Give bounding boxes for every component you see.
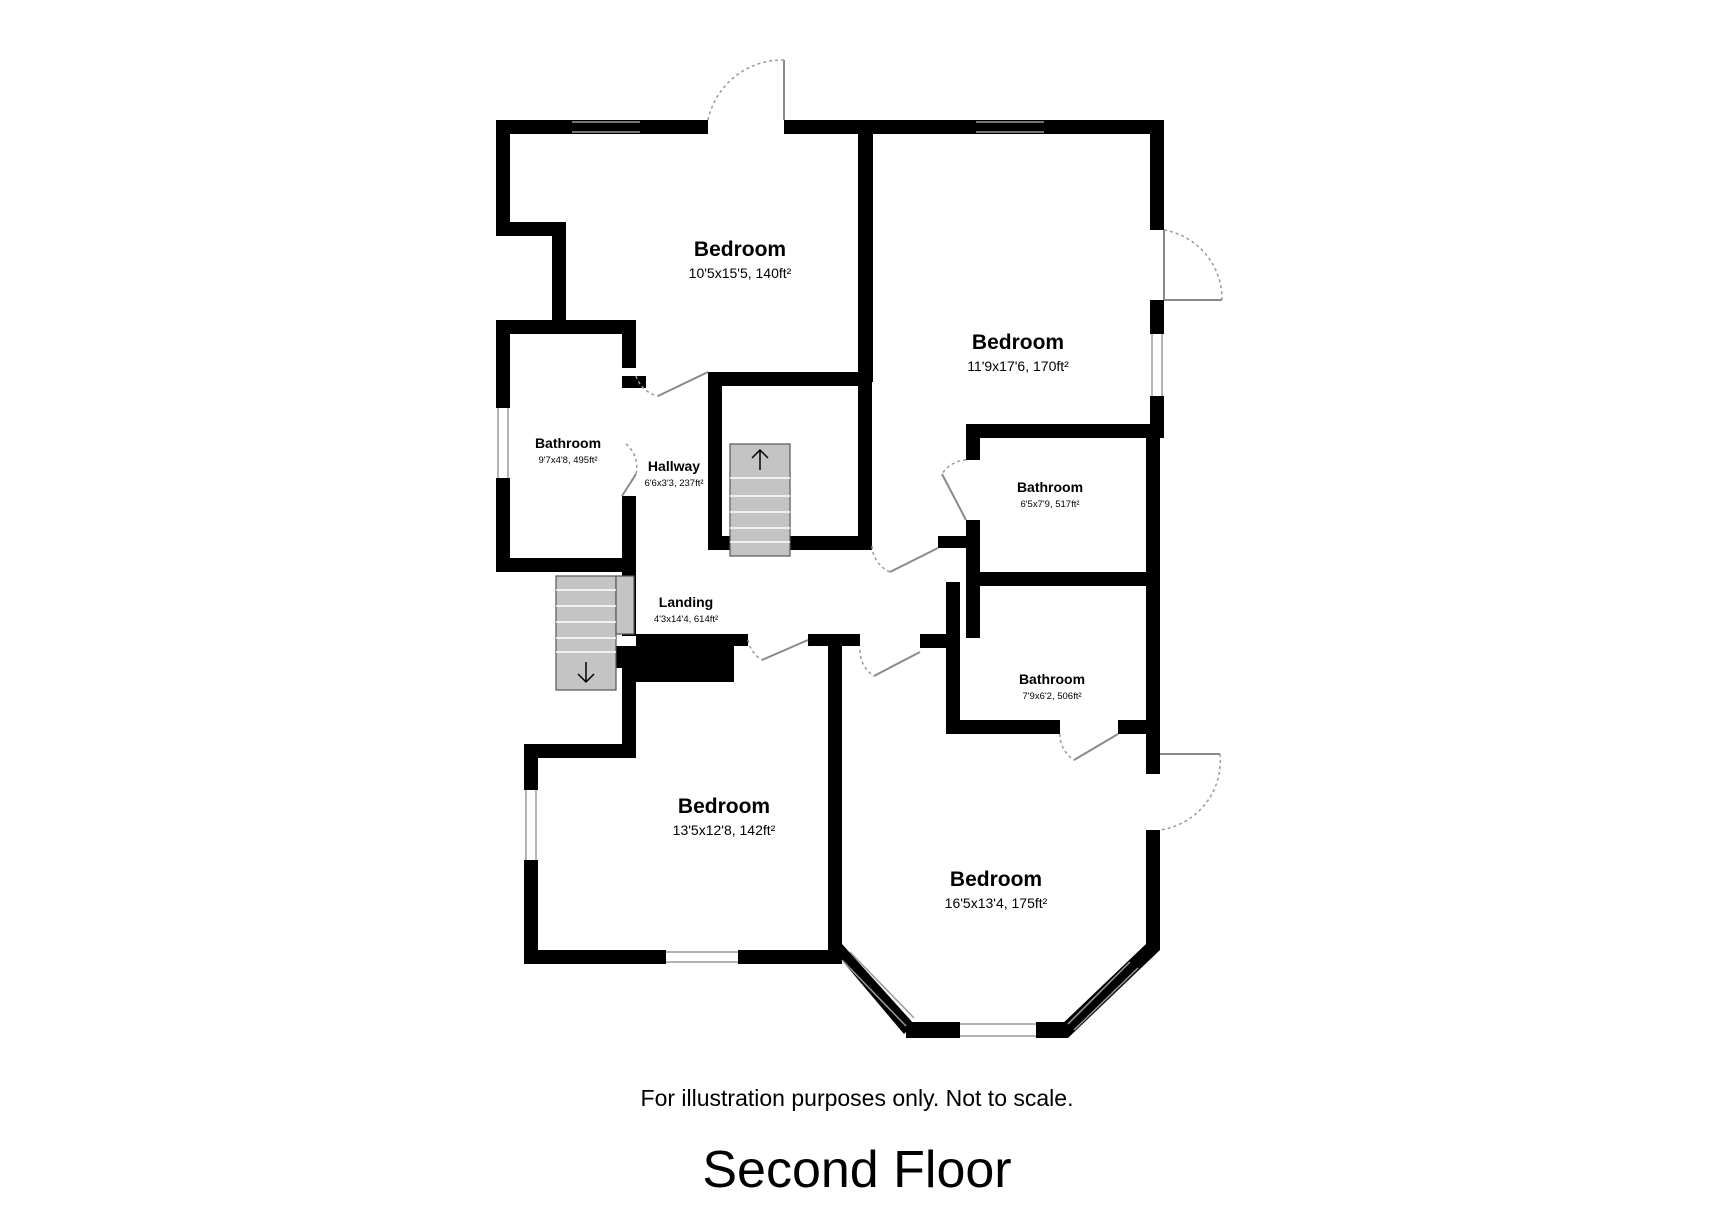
room-name: Bedroom bbox=[694, 238, 786, 261]
floor-title: Second Floor bbox=[702, 1141, 1012, 1199]
arrow-up-icon bbox=[751, 448, 769, 470]
disclaimer-text: For illustration purposes only. Not to s… bbox=[640, 1085, 1074, 1111]
room-dimensions: 6'5x7'9, 517ft² bbox=[1020, 499, 1079, 510]
stairs-down bbox=[555, 575, 635, 691]
room-name: Bedroom bbox=[950, 868, 1042, 891]
room-label-bathroom-1: Bathroom 9'7x4'8, 495ft² bbox=[535, 435, 601, 466]
room-label-bedroom-3: Bedroom 13'5x12'8, 142ft² bbox=[673, 795, 776, 838]
room-dimensions: 10'5x15'5, 140ft² bbox=[689, 265, 792, 281]
room-dimensions: 4'3x14'4, 614ft² bbox=[654, 614, 718, 625]
room-dimensions: 11'9x17'6, 170ft² bbox=[967, 358, 1069, 374]
room-name: Bedroom bbox=[972, 331, 1064, 354]
room-label-bathroom-3: Bathroom 7'9x6'2, 506ft² bbox=[1019, 671, 1085, 702]
room-label-bedroom-2: Bedroom 11'9x17'6, 170ft² bbox=[967, 331, 1069, 374]
room-dimensions: 6'6x3'3, 237ft² bbox=[644, 478, 703, 489]
room-label-landing: Landing 4'3x14'4, 614ft² bbox=[654, 594, 718, 625]
room-label-bedroom-4: Bedroom 16'5x13'4, 175ft² bbox=[945, 868, 1048, 911]
stairs-up bbox=[729, 443, 791, 557]
windows bbox=[497, 121, 1163, 1037]
room-name: Bathroom bbox=[535, 435, 601, 451]
doors bbox=[621, 59, 1223, 831]
arrow-down-icon bbox=[577, 662, 595, 684]
room-name: Landing bbox=[659, 594, 713, 610]
room-dimensions: 16'5x13'4, 175ft² bbox=[945, 895, 1048, 911]
room-dimensions: 13'5x12'8, 142ft² bbox=[673, 822, 776, 838]
room-name: Bathroom bbox=[1019, 671, 1085, 687]
room-label-bathroom-2: Bathroom 6'5x7'9, 517ft² bbox=[1017, 479, 1083, 510]
room-dimensions: 7'9x6'2, 506ft² bbox=[1022, 691, 1081, 702]
room-name: Bathroom bbox=[1017, 479, 1083, 495]
room-dimensions: 9'7x4'8, 495ft² bbox=[538, 455, 597, 466]
room-label-bedroom-1: Bedroom 10'5x15'5, 140ft² bbox=[689, 238, 792, 281]
room-label-hallway: Hallway 6'6x3'3, 237ft² bbox=[644, 458, 703, 489]
room-name: Hallway bbox=[648, 458, 700, 474]
room-name: Bedroom bbox=[678, 795, 770, 818]
